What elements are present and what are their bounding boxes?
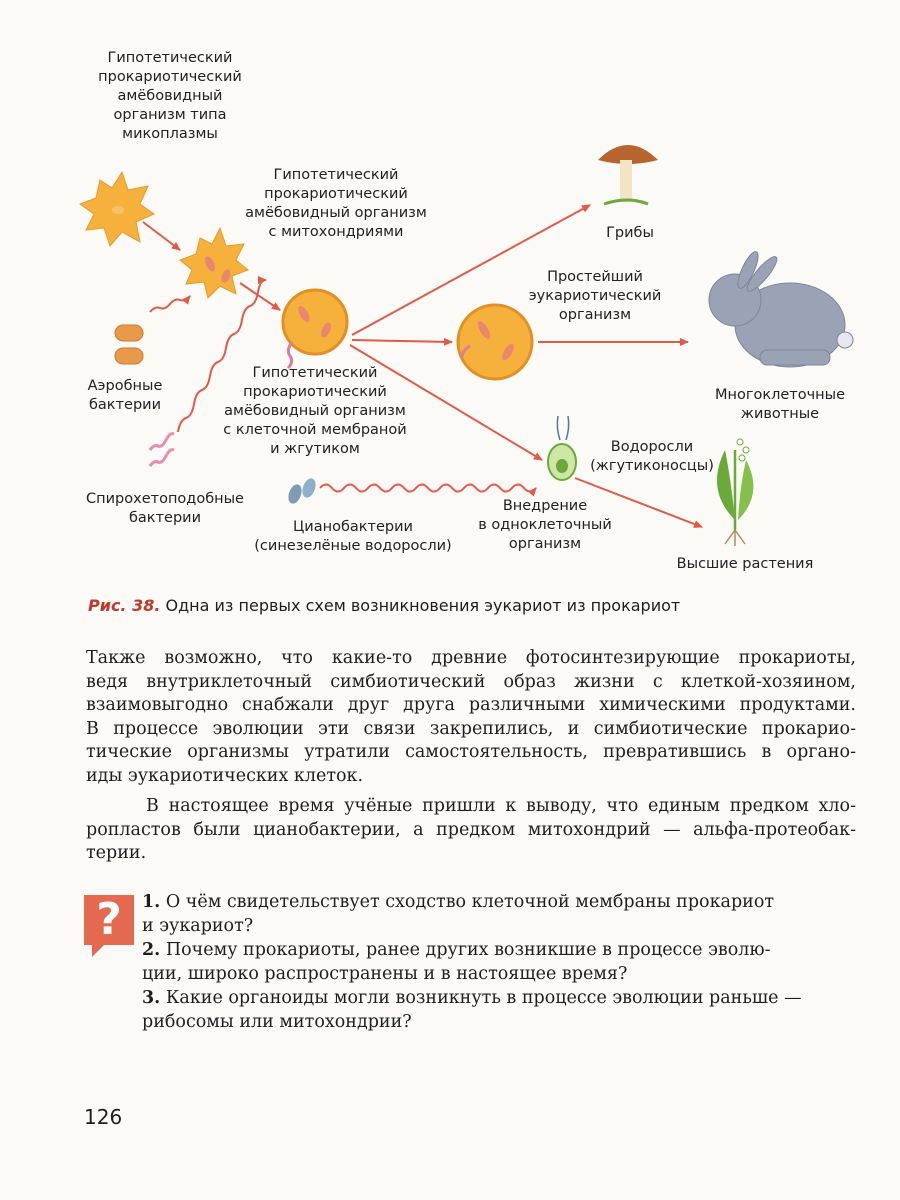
label-algae: Водоросли (жгутиконосцы) <box>590 439 714 474</box>
amoeba-with-mitochondria-icon <box>179 226 249 299</box>
label-cyanobacteria: Цианобактерии (синезелёные водоросли) <box>254 519 452 554</box>
figure-number: Рис. 38. <box>88 596 161 615</box>
page-number: 126 <box>84 1105 123 1129</box>
label-aerobic-bacteria: Аэробные бактерии <box>87 378 163 413</box>
evolution-diagram <box>78 145 854 546</box>
mycoplasma-amoeba-icon <box>78 170 156 247</box>
wavy-spiro-arrow <box>177 276 267 433</box>
cyanobacteria-icon <box>288 478 316 504</box>
algae-flagellate-icon <box>547 415 577 481</box>
question-mark-icon: ? <box>84 895 134 957</box>
review-questions: 1. О чём свидетельствует сходство клеточ… <box>142 890 858 1034</box>
paragraph-2: В настоящее время учёные пришли к выводу… <box>86 796 856 864</box>
paragraph-1: Также возможно, что какие-то древние фот… <box>86 648 856 786</box>
label-insertion: Внедрение в одноклеточный организм <box>478 498 612 552</box>
label-protist: Простейший эукариотический организм <box>528 269 662 323</box>
label-membrane-flagellum: Гипотетический прокариотический амёбовид… <box>223 365 407 457</box>
plant-icon <box>717 438 754 546</box>
label-fungi: Грибы <box>606 225 654 241</box>
label-higher-plants: Высшие растения <box>676 556 814 572</box>
spiro-bacteria-icon <box>148 432 175 467</box>
aerobic-bacteria-icon <box>114 324 144 365</box>
protist-cell-icon <box>456 303 534 381</box>
question-3: 3. Какие органоиды могли возникнуть в пр… <box>142 988 802 1032</box>
mushroom-icon <box>598 145 658 206</box>
arrow-algae-to-plants <box>574 477 703 528</box>
question-1: 1. О чём свидетельствует сходство клеточ… <box>142 892 775 936</box>
label-with-mitochondria: Гипотетический прокариотический амёбовид… <box>245 167 427 240</box>
arrow-mito-to-membrane <box>239 282 281 311</box>
wavy-cyano-arrow <box>319 483 537 497</box>
wavy-aerobic-arrow <box>149 295 191 313</box>
arrow-to-algae <box>349 344 543 461</box>
arrow-to-fungi <box>351 204 591 336</box>
figure-caption: Рис. 38. Одна из первых схем возникновен… <box>88 596 848 615</box>
arrow-to-protist <box>351 337 453 346</box>
rabbit-icon <box>708 251 854 368</box>
question-2: 2. Почему прокариоты, ранее других возни… <box>142 940 771 984</box>
label-animals: Многоклеточные животные <box>714 387 846 422</box>
label-mycoplasma: Гипотетический прокариотический амёбовид… <box>98 50 242 142</box>
cell-with-membrane-icon <box>281 288 349 370</box>
caption-text: Одна из первых схем возникновения эукари… <box>160 596 681 615</box>
arrow-myco-to-mito <box>142 221 181 251</box>
label-spirochete-bacteria: Спирохетоподобные бактерии <box>86 491 244 526</box>
